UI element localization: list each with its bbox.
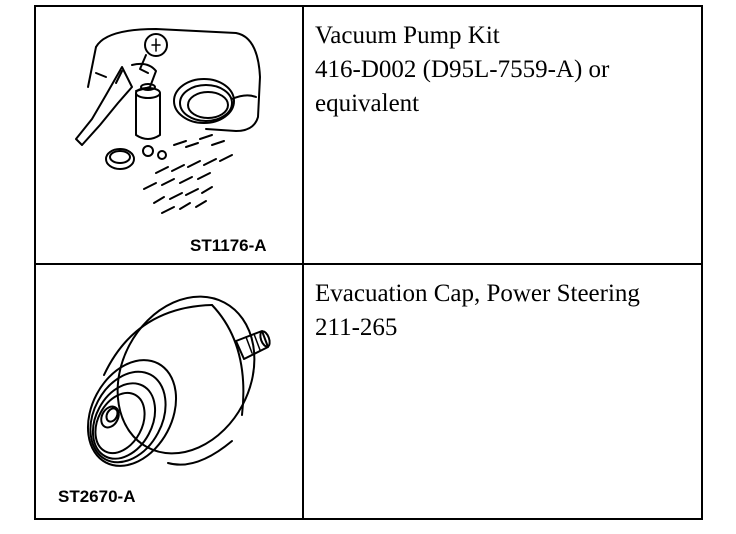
tool-part-number: 211-265 (315, 314, 398, 341)
tool-row-evacuation-cap: ST2670-A Evacuation Cap, Power Steering … (36, 265, 701, 518)
tool-note: equivalent (315, 90, 420, 117)
tool-description: Vacuum Pump Kit 416-D002 (D95L-7559-A) o… (315, 19, 609, 121)
tool-image-cell: ST1176-A (36, 7, 304, 263)
tool-description-cell: Evacuation Cap, Power Steering 211-265 (304, 265, 701, 518)
tool-description-cell: Vacuum Pump Kit 416-D002 (D95L-7559-A) o… (304, 7, 701, 263)
tool-description: Evacuation Cap, Power Steering 211-265 (315, 277, 640, 345)
tool-row-vacuum-pump-kit: ST1176-A Vacuum Pump Kit 416-D002 (D95L-… (36, 7, 701, 265)
special-tools-table: ST1176-A Vacuum Pump Kit 416-D002 (D95L-… (34, 5, 703, 520)
vacuum-pump-kit-illustration-icon (75, 28, 261, 214)
illustration-code-label: ST2670-A (58, 487, 136, 506)
tool-image-cell: ST2670-A (36, 265, 304, 518)
evacuation-cap-illustration-icon (86, 295, 271, 467)
tool-part-number: 416-D002 (D95L-7559-A) or (315, 56, 610, 83)
tool-name: Evacuation Cap, Power Steering (315, 280, 640, 307)
illustration-code-label: ST1176-A (190, 236, 267, 255)
tool-name: Vacuum Pump Kit (315, 22, 500, 49)
